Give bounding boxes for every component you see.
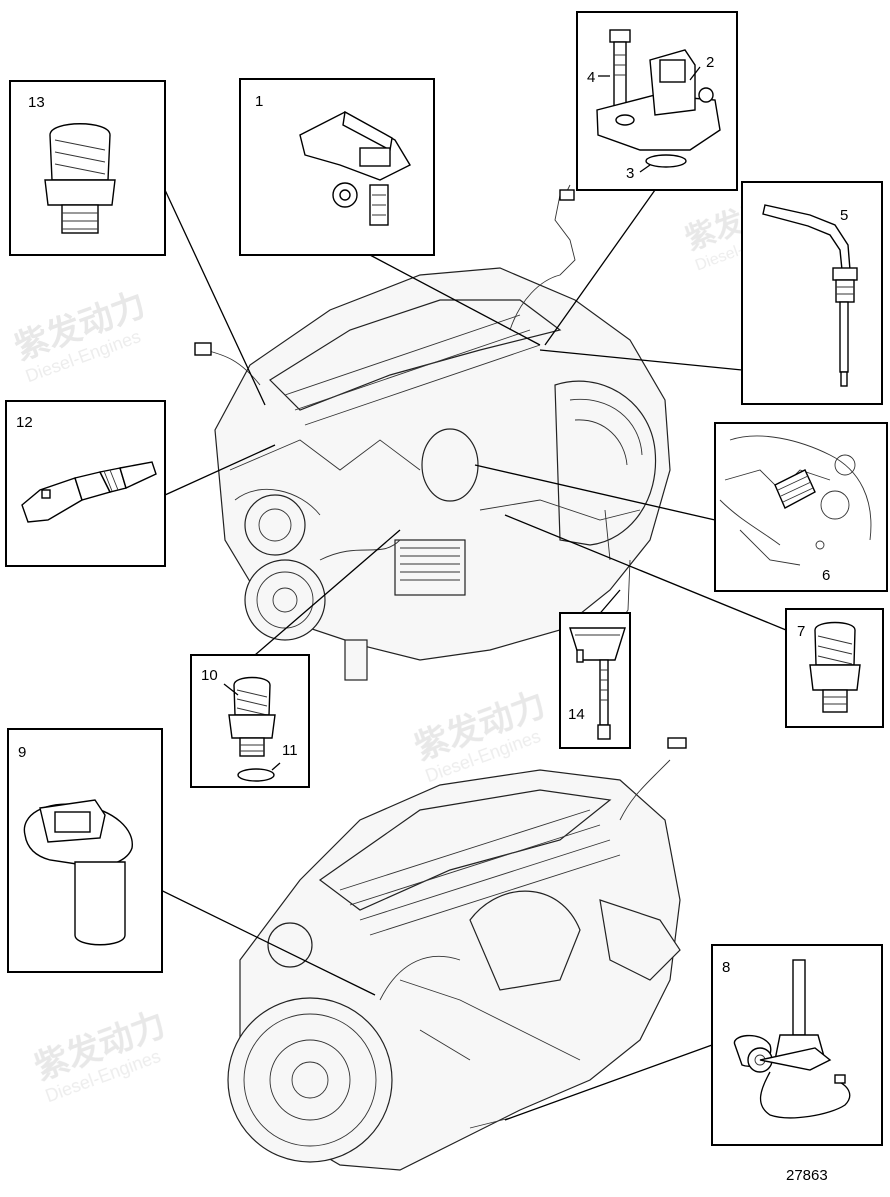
inset-7-pressure-switch: 7 [785, 608, 884, 728]
callout-12: 12 [16, 414, 33, 431]
callout-3: 3 [626, 165, 634, 182]
callout-13: 13 [28, 94, 45, 111]
inset-9-speed-sensor: 9 [7, 728, 163, 973]
inset-8-oil-level-sensor: 8 [711, 944, 883, 1146]
inset-12-temperature-sensor: 12 [5, 400, 166, 567]
callout-7: 7 [797, 623, 805, 640]
callout-5: 5 [840, 207, 848, 224]
callout-1: 1 [255, 93, 263, 110]
callout-10: 10 [201, 667, 218, 684]
inset-13-pressure-switch: 13 [9, 80, 166, 256]
inset-14-level-sensor: 14 [559, 612, 631, 749]
callout-4: 4 [587, 69, 595, 86]
inset-2-3-4-sensor-with-bolt: 2 3 4 [576, 11, 738, 191]
drawing-number: 27863 [786, 1167, 828, 1184]
callout-6: 6 [822, 567, 830, 584]
engine-lower [227, 737, 687, 1171]
callout-2: 2 [706, 54, 714, 71]
callout-14: 14 [568, 706, 585, 723]
callout-9: 9 [18, 744, 26, 761]
inset-6-installed-sensor-detail: 6 [714, 422, 888, 592]
inset-5-temperature-probe: 5 [741, 181, 883, 405]
callout-8: 8 [722, 959, 730, 976]
callout-11: 11 [282, 742, 298, 759]
leader-lines [129, 189, 787, 1121]
inset-1-pressure-sensor: 1 [239, 78, 435, 256]
engine-upper [194, 184, 671, 681]
inset-10-11-pressure-switch: 10 11 [190, 654, 310, 788]
